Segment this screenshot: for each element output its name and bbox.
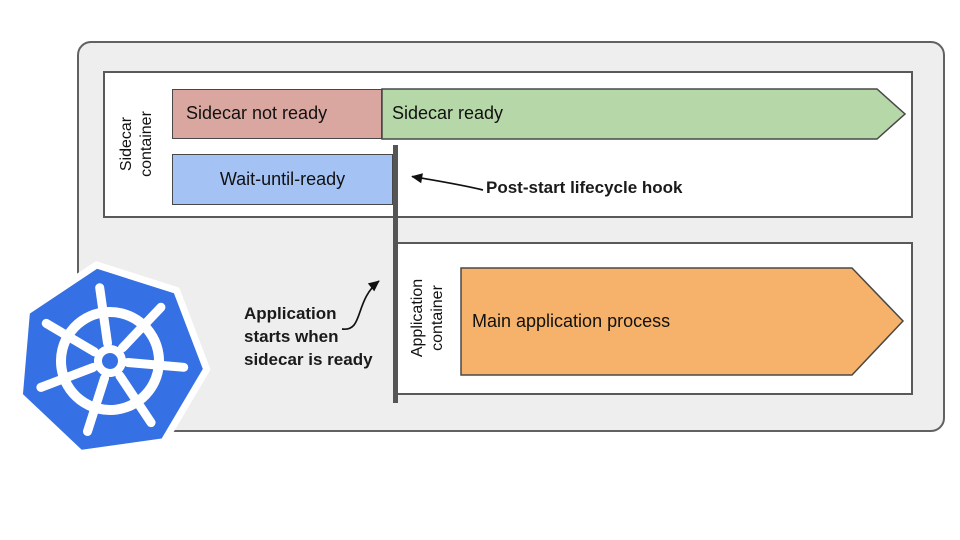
sidecar-container-label: Sidecar container (118, 111, 155, 177)
wait-until-ready-bar: Wait-until-ready (172, 154, 393, 205)
post-start-note: Post-start lifecycle hook (486, 178, 683, 197)
application-container-box (395, 242, 913, 395)
app-starts-note: Application starts when sidecar is ready (244, 304, 373, 369)
application-container-label: Application container (409, 278, 446, 358)
sidecar-not-ready-label: Sidecar not ready (186, 103, 328, 124)
sidecar-not-ready-bar: Sidecar not ready (172, 89, 382, 139)
wait-until-ready-label: Wait-until-ready (219, 168, 346, 189)
